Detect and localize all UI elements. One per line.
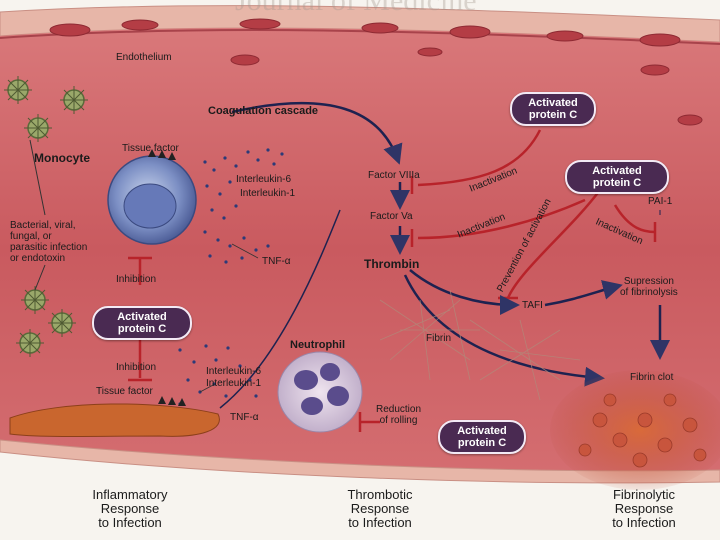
fibrin-clot-blob (550, 370, 720, 490)
endothelial-cell (9, 403, 220, 437)
apc-pill-left-line-1: Activated (117, 311, 167, 323)
inhibition-upper-label: Inhibition (116, 274, 157, 285)
factor-va-label: Factor Va (370, 211, 413, 222)
coagulation-cascade-label: Coagulation cascade (208, 105, 319, 117)
tafi-label: TAFI (522, 300, 543, 311)
infection-line-2: fungal, or (10, 231, 52, 242)
tnf-top-label: TNF-α (262, 256, 291, 267)
apc-pill-top-line-2: protein C (528, 109, 578, 121)
thrombin-to-clot-arrow (403, 274, 605, 387)
suppression-line-1: Supression (623, 276, 674, 287)
caption-inflammatory: Inflammatory Response to Infection (70, 488, 190, 530)
inactivation-lines (410, 129, 657, 300)
infection-leader-lines (29, 139, 46, 291)
apc-pill-bottom: Activated protein C (438, 420, 526, 454)
tissue-factor-bottom-marks (158, 396, 186, 406)
header-ghost-title: Journal of Medicine (235, 0, 477, 17)
fibrin-label: Fibrin (426, 333, 452, 344)
caption-inflammatory-line-3: to Infection (98, 515, 162, 530)
caption-thrombotic: Thrombotic Response to Infection (320, 488, 440, 530)
pai-1-label: PAI-1 (648, 196, 673, 207)
interleukin-1-bottom-label: Interleukin-1 (206, 378, 262, 389)
caption-thrombotic-line-1: Thrombotic (347, 487, 413, 502)
neutrophil-nucleus (294, 363, 349, 415)
infection-line-3: parasitic infection (10, 242, 88, 253)
thrombin-label: Thrombin (364, 257, 420, 271)
endothelium-label: Endothelium (116, 52, 172, 63)
inhibition-left-lines (128, 256, 380, 432)
neutrophil-path (219, 209, 341, 409)
caption-fibrinolytic: Fibrinolytic Response to Infection (584, 488, 704, 530)
caption-fibrinolytic-line-3: to Infection (612, 515, 676, 530)
tnf-bottom-label: TNF-α (230, 412, 259, 423)
apc-pill-top-line-1: Activated (528, 97, 578, 109)
fibrin-mesh (379, 289, 581, 401)
apc-pill-bottom-line-2: protein C (457, 437, 507, 449)
cytokine-cloud-top (203, 148, 284, 264)
tafi-to-suppression-arrow (544, 280, 623, 307)
il-leader-lines (199, 243, 259, 393)
monocyte-nucleus (123, 183, 177, 229)
interleukin-6-bottom-label: Interleukin-6 (206, 366, 262, 377)
thrombin-to-tafi-arrow (409, 269, 520, 315)
tissue-factor-top-marks (148, 149, 176, 160)
pathogen-spikes (4, 76, 88, 357)
vessel-lumen (0, 28, 720, 471)
factor-viiia-label: Factor VIIIa (368, 170, 420, 181)
fibrin-clot-label: Fibrin clot (630, 372, 674, 383)
neutrophil-label: Neutrophil (290, 339, 345, 351)
caption-thrombotic-line-2: Response (350, 501, 410, 516)
apc-pill-right-line-1: Activated (592, 165, 642, 177)
interleukin-6-top-label: Interleukin-6 (236, 174, 292, 185)
apc-pill-right-line-2: protein C (592, 177, 642, 189)
monocyte-label: Monocyte (34, 151, 91, 165)
clot-cells (578, 393, 707, 468)
interleukin-1-top-label: Interleukin-1 (240, 188, 296, 199)
vessel-wall-bottom (0, 439, 720, 484)
reduction-label: Reduction of rolling (376, 404, 421, 426)
caption-thrombotic-line-3: to Infection (348, 515, 412, 530)
caption-inflammatory-line-1: Inflammatory (92, 487, 168, 502)
vessel-wall-top (0, 5, 720, 43)
infection-label: Bacterial, viral, fungal, or parasitic i… (10, 220, 87, 264)
reduction-line-2: of rolling (379, 415, 418, 426)
tissue-factor-bottom-label: Tissue factor (96, 386, 153, 397)
apc-pill-top: Activated protein C (510, 92, 596, 126)
infection-line-4: or endotoxin (10, 253, 66, 264)
coagulation-arrow (231, 101, 403, 165)
inhibition-lower-label: Inhibition (116, 362, 157, 373)
neutrophil-cell (277, 351, 363, 433)
apc-pill-bottom-line-1: Activated (457, 425, 507, 437)
caption-fibrinolytic-line-1: Fibrinolytic (612, 487, 676, 502)
infection-line-1: Bacterial, viral, (10, 220, 76, 231)
reduction-line-1: Reduction (376, 404, 422, 415)
tissue-factor-top-label: Tissue factor (122, 143, 179, 154)
apc-pill-right: Activated protein C (565, 160, 669, 194)
suppression-line-2: of fibrinolysis (620, 287, 678, 298)
caption-inflammatory-line-2: Response (100, 501, 160, 516)
apc-pill-left: Activated protein C (92, 306, 192, 340)
red-blood-cells (49, 18, 703, 126)
apc-pill-left-line-2: protein C (117, 323, 167, 335)
caption-fibrinolytic-line-2: Response (614, 501, 674, 516)
suppression-label: Supression of fibrinolysis (620, 276, 678, 298)
